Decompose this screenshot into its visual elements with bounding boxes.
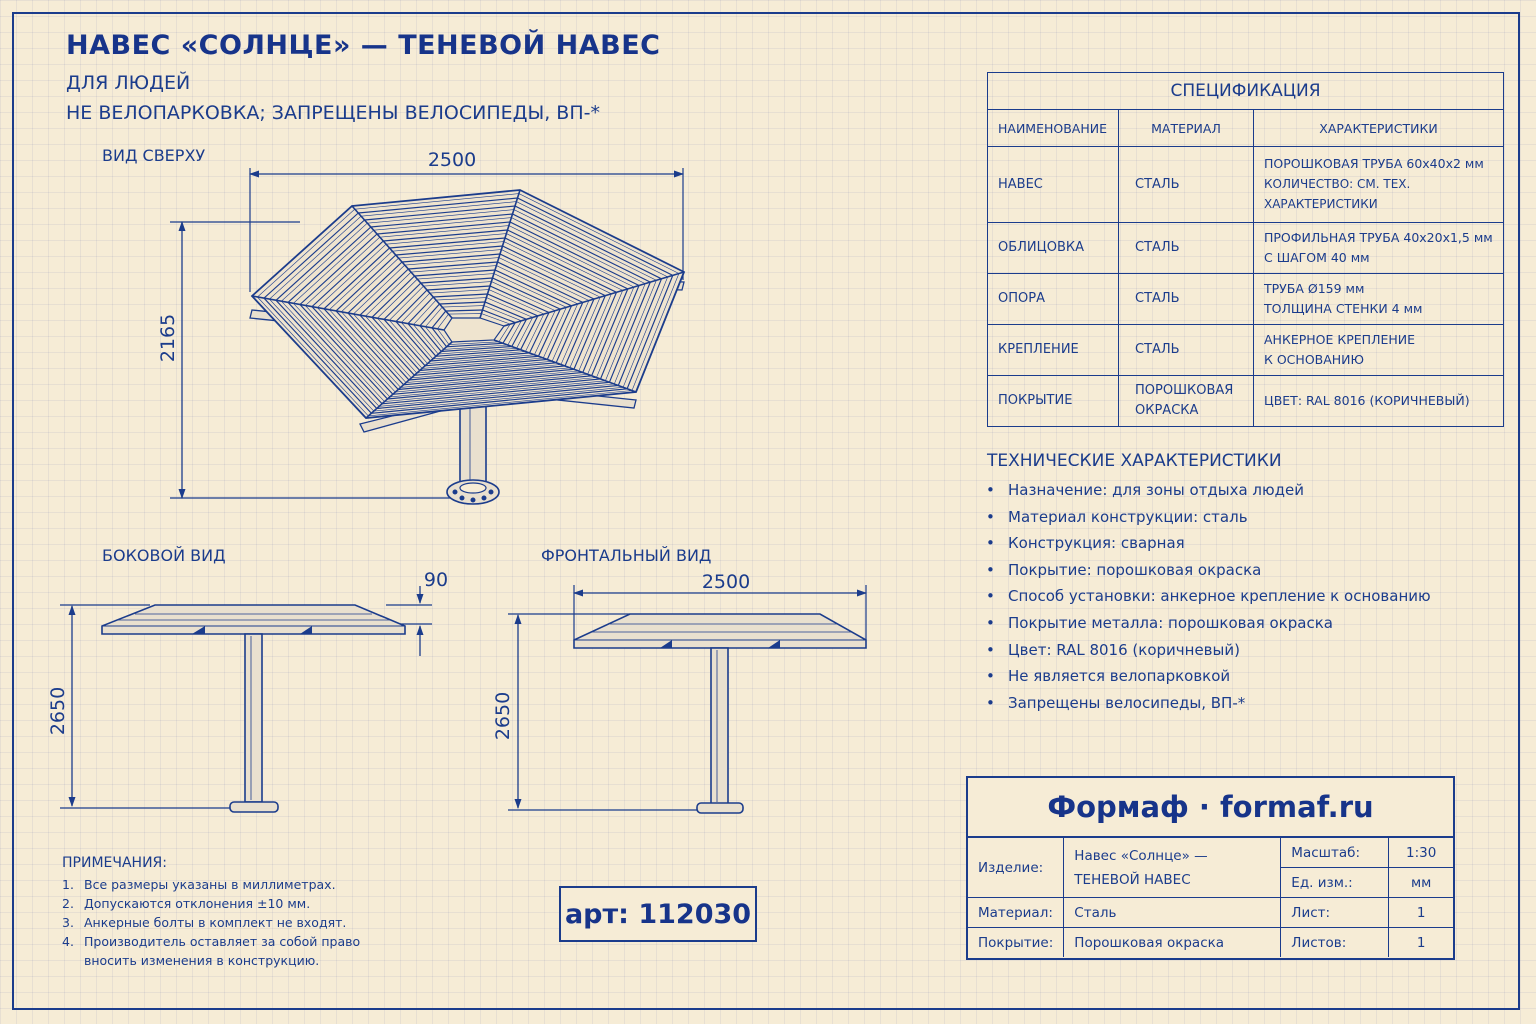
spec-material: СТАЛЬ: [1118, 146, 1254, 223]
unit-label: Ед. изм.:: [1280, 867, 1390, 898]
product-value: Навес «Солнце» —ТЕНЕВОЙ НАВЕС: [1063, 837, 1282, 898]
canopy-rib: [493, 339, 637, 393]
spec-characteristics: ЦВЕТ: RAL 8016 (КОРИЧНЕВЫЙ): [1253, 374, 1504, 428]
note-item: 2.Допускаются отклонения ±10 мм.: [62, 896, 311, 911]
canopy-rib: [365, 341, 453, 419]
spec-header-material: МАТЕРИАЛ: [1118, 109, 1254, 147]
material-label: Материал:: [968, 897, 1065, 928]
title-block-table: Изделие: Навес «Солнце» —ТЕНЕВОЙ НАВЕС М…: [968, 837, 1453, 957]
list-item: Не является велопарковкой: [986, 665, 1431, 692]
spec-material: СТАЛЬ: [1118, 221, 1254, 274]
sheet-value: 1: [1388, 897, 1453, 928]
spec-caption: СПЕЦИФИКАЦИЯ: [987, 72, 1504, 110]
list-item: Материал конструкции: сталь: [986, 506, 1431, 533]
sheets-value: 1: [1388, 927, 1453, 957]
list-item: Покрытие: порошковая окраска: [986, 559, 1431, 586]
notes-title: ПРИМЕЧАНИЯ:: [62, 855, 167, 871]
spec-material: СТАЛЬ: [1118, 272, 1254, 325]
list-item: Покрытие металла: порошковая окраска: [986, 612, 1431, 639]
coating-label: Покрытие:: [968, 927, 1065, 957]
tech-title: ТЕХНИЧЕСКИЕ ХАРАКТЕРИСТИКИ: [987, 451, 1282, 471]
list-item: Цвет: RAL 8016 (коричневый): [986, 639, 1431, 666]
note-item: 4.Производитель оставляет за собой право…: [62, 934, 361, 968]
front-view-label: ФРОНТАЛЬНЫЙ ВИД: [541, 546, 712, 565]
material-value: Сталь: [1063, 897, 1282, 928]
note-item: 1.Все размеры указаны в миллиметрах.: [62, 877, 336, 892]
canopy-rib: [479, 189, 521, 319]
spec-name: НАВЕС: [987, 146, 1119, 223]
spec-material: СТАЛЬ: [1118, 323, 1254, 376]
canopy-rib: [351, 205, 453, 319]
list-item: Назначение: для зоны отдыха людей: [986, 479, 1431, 506]
list-item: Конструкция: сварная: [986, 532, 1431, 559]
spec-header-characteristics: ХАРАКТЕРИСТИКИ: [1253, 109, 1504, 147]
spec-name: ОПОРА: [987, 272, 1119, 325]
side-view-drawing: [60, 586, 432, 813]
page-title: НАВЕС «СОЛНЦЕ» — ТЕНЕВОЙ НАВЕС: [66, 30, 661, 61]
spec-name: ПОКРЫТИЕ: [987, 374, 1119, 428]
unit-value: мм: [1388, 867, 1453, 898]
brand-logo: Формаф · formaf.ru: [968, 778, 1453, 837]
top-height-dim: 2165: [157, 314, 179, 362]
front-height-dim: 2650: [492, 692, 514, 740]
sheets-label: Листов:: [1280, 927, 1390, 957]
side-view-label: БОКОВОЙ ВИД: [102, 546, 226, 565]
spec-name: ОБЛИЦОВКА: [987, 221, 1119, 274]
note-item: 3.Анкерные болты в комплект не входят.: [62, 915, 347, 930]
front-width-dim: 2500: [702, 571, 750, 593]
scale-value: 1:30: [1388, 837, 1453, 868]
front-view-drawing: [508, 585, 867, 814]
spec-header-name: НАИМЕНОВАНИЕ: [987, 109, 1119, 147]
tech-list: Назначение: для зоны отдыха людей Матери…: [986, 479, 1431, 718]
article-number: арт: 112030: [559, 886, 757, 942]
notes: ПРИМЕЧАНИЯ: 1.Все размеры указаны в милл…: [62, 854, 360, 970]
drawing-frame: [12, 12, 1520, 1010]
list-item: Запрещены велосипеды, ВП-*: [986, 692, 1431, 719]
side-thickness-dim: 90: [424, 569, 448, 591]
coating-value: Порошковая окраска: [1063, 927, 1282, 957]
title-block: Формаф · formaf.ru Изделие: Навес «Солнц…: [966, 776, 1455, 960]
top-view-label: ВИД СВЕРХУ: [102, 146, 206, 165]
list-item: Способ установки: анкерное крепление к о…: [986, 585, 1431, 612]
spec-table: СПЕЦИФИКАЦИЯ НАИМЕНОВАНИЕ МАТЕРИАЛ ХАРАК…: [987, 72, 1504, 428]
top-view-drawing: [170, 168, 686, 505]
subtitle-restriction: НЕ ВЕЛОПАРКОВКА; ЗАПРЕЩЕНЫ ВЕЛОСИПЕДЫ, В…: [66, 102, 600, 124]
spec-row: ОБЛИЦОВКА СТАЛЬ ПРОФИЛЬНАЯ ТРУБА 40х20х1…: [987, 221, 1504, 274]
subtitle-purpose: ДЛЯ ЛЮДЕЙ: [66, 72, 191, 94]
canopy-rib: [503, 271, 685, 327]
canopy-rib: [251, 295, 445, 331]
spec-name: КРЕПЛЕНИЕ: [987, 323, 1119, 376]
top-width-dim: 2500: [428, 149, 476, 171]
product-label: Изделие:: [968, 837, 1065, 898]
scale-label: Масштаб:: [1280, 837, 1390, 868]
side-height-dim: 2650: [47, 687, 69, 735]
sheet-label: Лист:: [1280, 897, 1390, 928]
